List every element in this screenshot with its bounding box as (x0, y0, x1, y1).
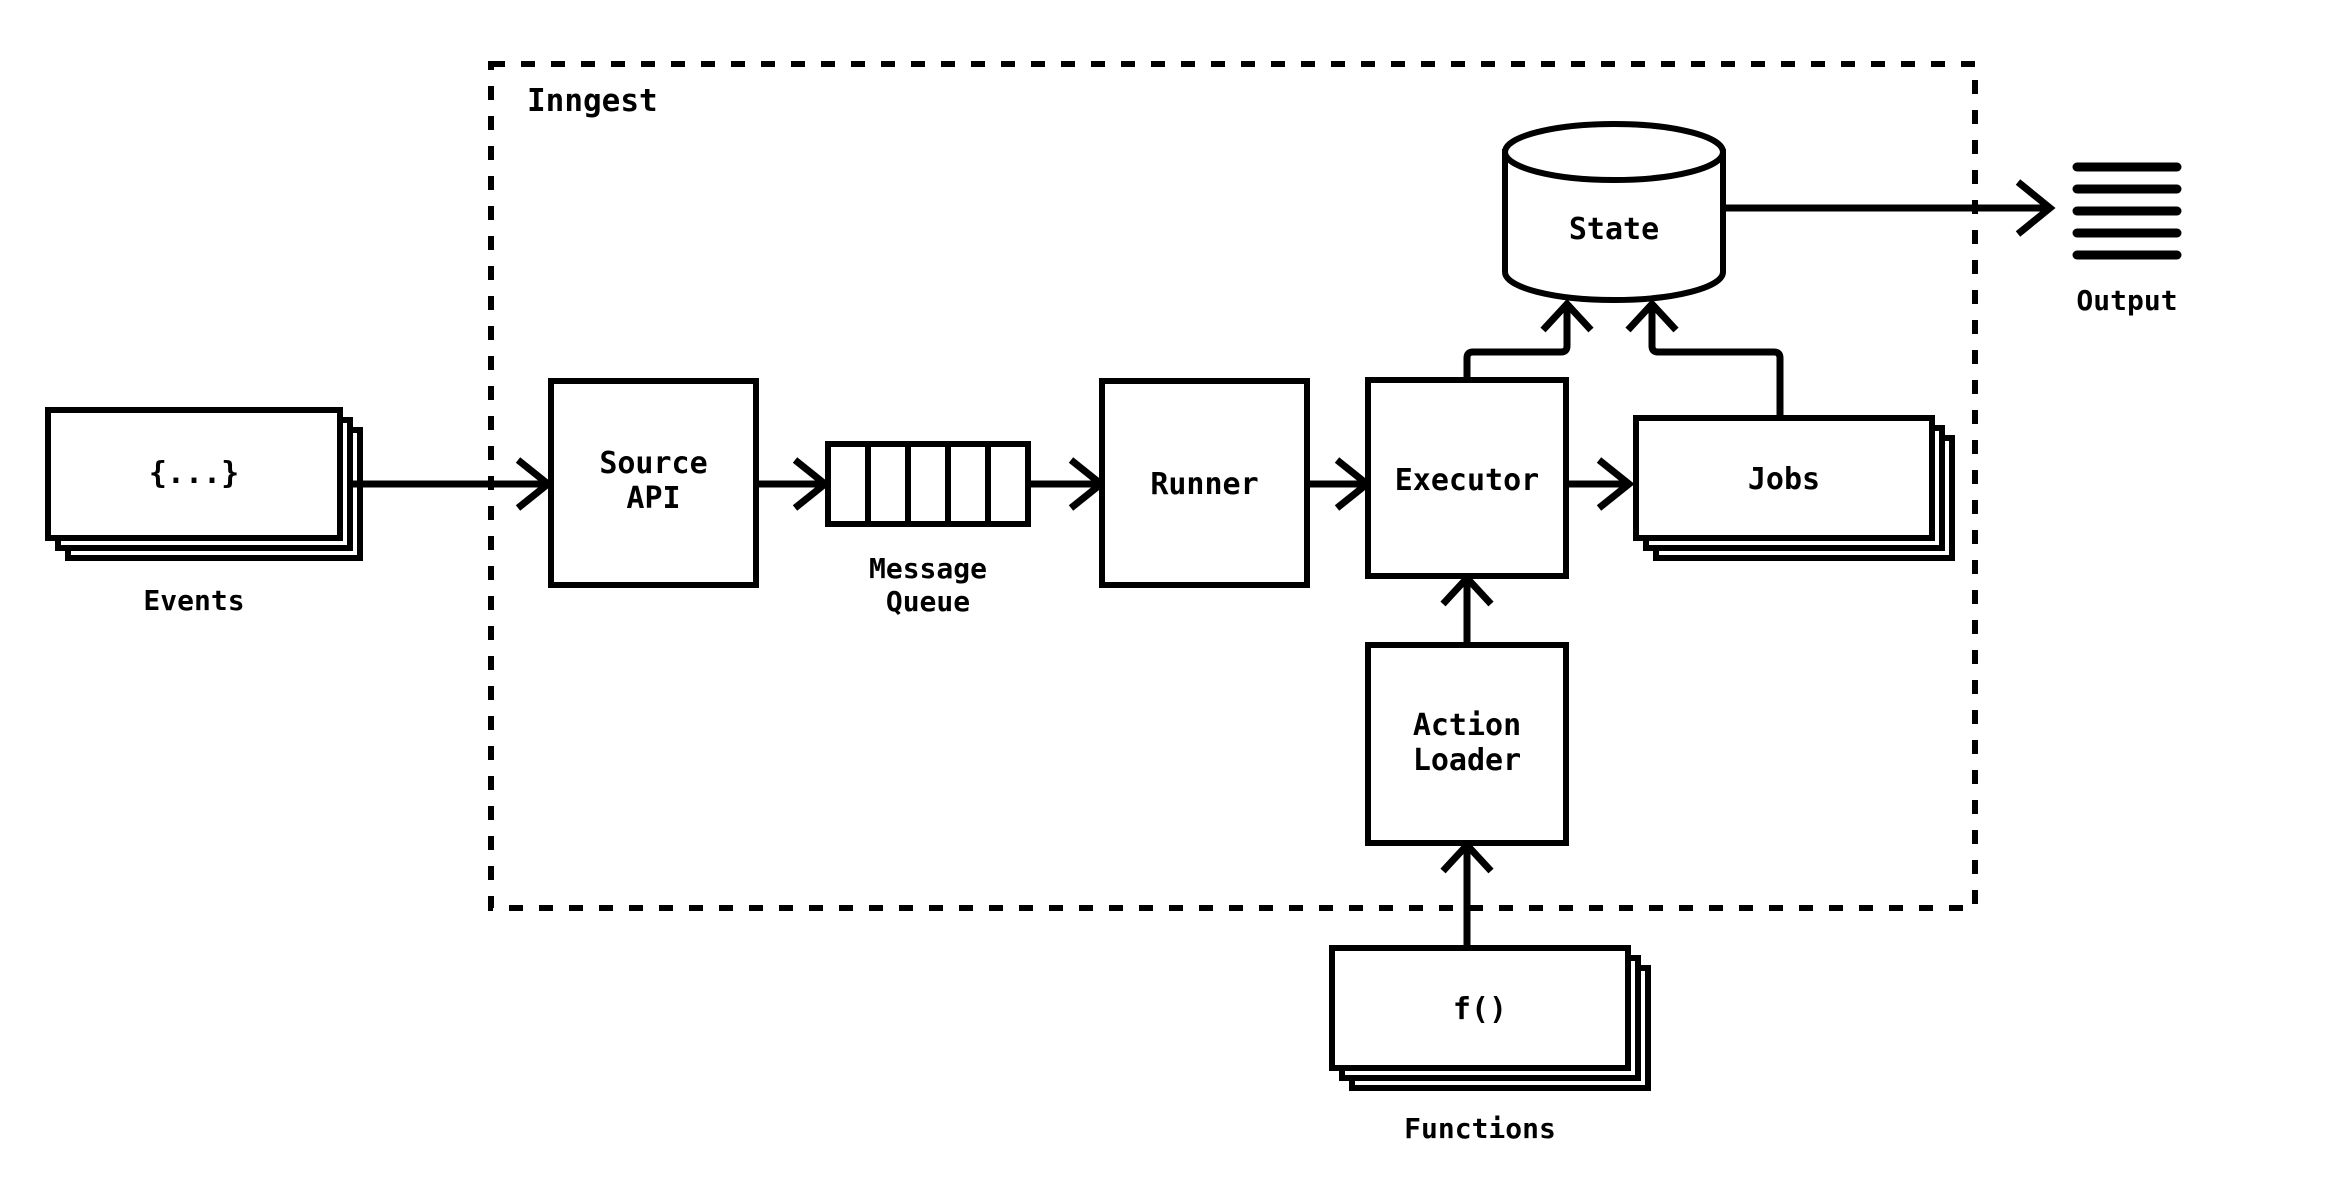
edge-jobs-to-state (1625, 298, 1784, 418)
edge-runner-to-executor (1307, 457, 1373, 511)
jobs-stack[interactable] (1633, 415, 1955, 561)
edge-functions-to-action-loader (1440, 839, 1494, 948)
edge-executor-to-jobs (1566, 457, 1635, 511)
jobs-stack-layer-1 (1633, 415, 1935, 541)
runner-box[interactable] (1099, 378, 1310, 588)
edge-state-to-output (1723, 179, 2056, 237)
message-queue-shape[interactable] (825, 441, 1031, 527)
edge-action-loader-to-executor (1440, 572, 1494, 645)
output-lines-icon[interactable] (2072, 162, 2182, 260)
edge-message-queue-to-runner (1028, 457, 1107, 511)
action-loader-box[interactable] (1365, 642, 1569, 846)
functions-stack-layer-1 (1329, 945, 1631, 1071)
source-api-box[interactable] (548, 378, 759, 588)
executor-box[interactable] (1365, 377, 1569, 579)
events-stack-layer-1 (45, 407, 343, 541)
edge-source-api-to-message-queue (756, 457, 831, 511)
edge-events-to-source-api (348, 457, 554, 511)
edge-executor-to-state (1463, 298, 1594, 380)
functions-stack[interactable] (1329, 945, 1651, 1091)
events-stack[interactable] (45, 407, 363, 561)
state-cylinder[interactable] (1502, 121, 1726, 303)
